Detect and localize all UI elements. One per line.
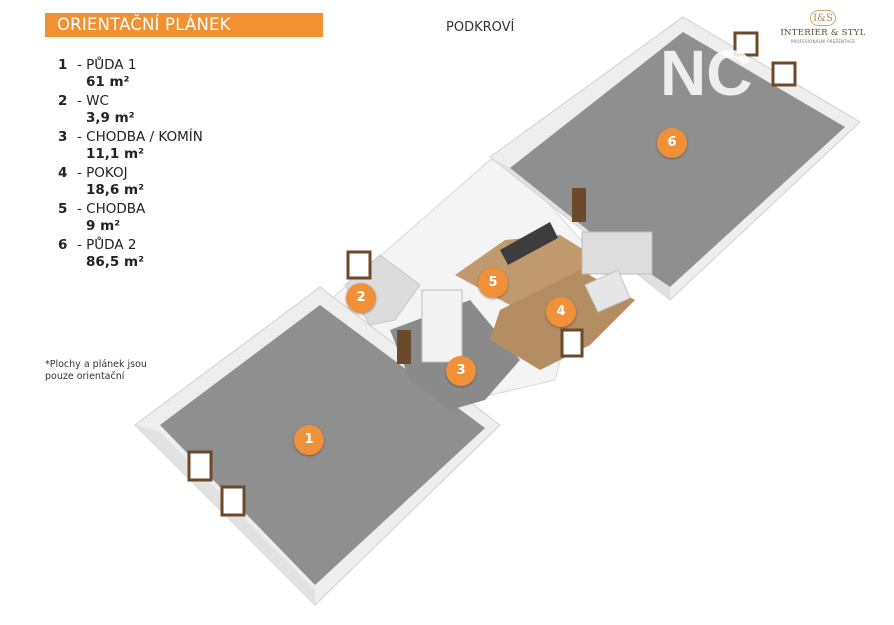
door bbox=[572, 188, 586, 222]
legend-room-name: - POKOJ bbox=[77, 165, 128, 181]
legend-item: 4 - POKOJ 18,6 m² bbox=[58, 165, 258, 201]
logo-mark: I&S bbox=[810, 10, 836, 26]
legend-item: 3 - CHODBA / KOMÍN 11,1 m² bbox=[58, 129, 258, 165]
legend-item: 2 - WC 3,9 m² bbox=[58, 93, 258, 129]
watermark: NC bbox=[660, 37, 752, 109]
room-legend: 1 - PŮDA 1 61 m² 2 - WC 3,9 m² 3 - CHODB… bbox=[58, 57, 258, 273]
door bbox=[397, 330, 411, 364]
window bbox=[560, 328, 584, 358]
floor-label: PODKROVÍ bbox=[446, 20, 515, 35]
company-logo: I&S INTERIER & STYL PROFESIONÁLNÍ PREZEN… bbox=[780, 10, 866, 46]
legend-room-name: - PŮDA 1 bbox=[77, 57, 137, 73]
legend-number: 5 bbox=[58, 201, 68, 217]
legend-room-name: - CHODBA bbox=[77, 201, 146, 217]
chimney-block bbox=[421, 289, 463, 363]
legend-room-name: - WC bbox=[77, 93, 109, 109]
room-marker: 2 bbox=[346, 283, 376, 313]
legend-room-area: 18,6 m² bbox=[86, 182, 144, 198]
legend-number: 3 bbox=[58, 129, 68, 145]
room-marker: 4 bbox=[546, 297, 576, 327]
legend-room-area: 9 m² bbox=[86, 218, 121, 234]
legend-room-name: - CHODBA / KOMÍN bbox=[77, 129, 203, 145]
logo-tagline: PROFESIONÁLNÍ PREZENTACE bbox=[790, 39, 856, 44]
legend-number: 6 bbox=[58, 237, 68, 253]
legend-item: 1 - PŮDA 1 61 m² bbox=[58, 57, 258, 93]
wardrobe bbox=[581, 231, 653, 275]
legend-number: 4 bbox=[58, 165, 68, 181]
legend-item: 5 - CHODBA 9 m² bbox=[58, 201, 258, 237]
window bbox=[771, 61, 797, 87]
window bbox=[220, 485, 246, 517]
legend-room-name: - PŮDA 2 bbox=[77, 237, 137, 253]
sofa bbox=[584, 269, 631, 313]
legend-room-area: 3,9 m² bbox=[86, 110, 135, 126]
staircase bbox=[500, 222, 558, 265]
window bbox=[733, 31, 759, 57]
room-marker: 1 bbox=[294, 425, 324, 455]
legend-number: 1 bbox=[58, 57, 68, 73]
room-marker: 5 bbox=[478, 268, 508, 298]
legend-room-area: 86,5 m² bbox=[86, 254, 144, 270]
window bbox=[346, 250, 372, 280]
legend-item: 6 - PŮDA 2 86,5 m² bbox=[58, 237, 258, 273]
legend-room-area: 61 m² bbox=[86, 74, 130, 90]
window bbox=[187, 450, 213, 482]
disclaimer-note: *Plochy a plánek jsou pouze orientační bbox=[45, 359, 147, 382]
logo-name: INTERIER & STYL bbox=[780, 28, 866, 38]
legend-number: 2 bbox=[58, 93, 68, 109]
room-marker: 6 bbox=[657, 128, 687, 158]
room-marker: 3 bbox=[446, 356, 476, 386]
page-title: ORIENTAČNÍ PLÁNEK MÍSTNOSTÍ bbox=[45, 13, 323, 58]
legend-room-area: 11,1 m² bbox=[86, 146, 144, 162]
